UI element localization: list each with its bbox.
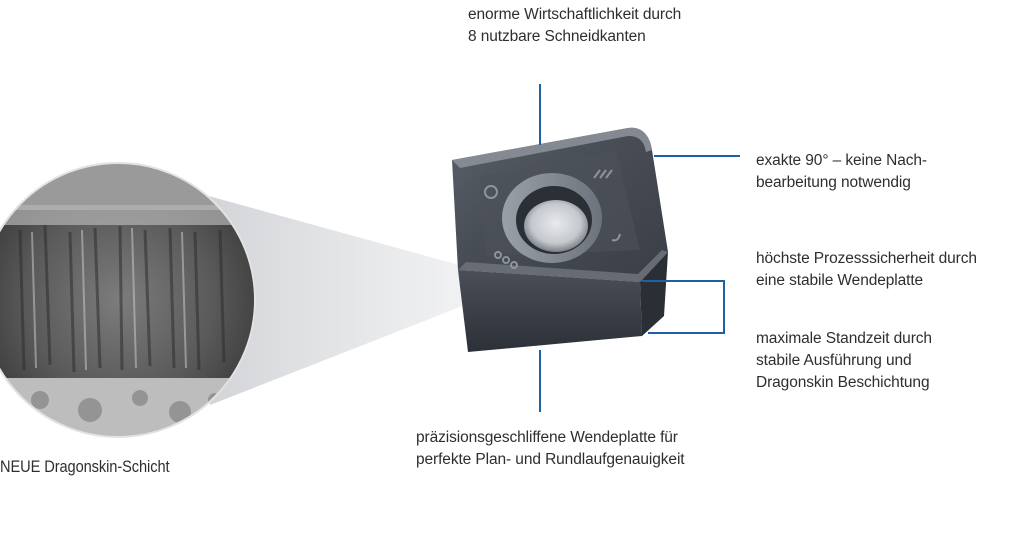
label-process-safety: höchste Prozesssicherheit durch eine sta… — [756, 248, 977, 292]
label-dragonskin-layer-text: NEUE Dragonskin-Schicht — [0, 457, 170, 476]
label-exact-90-line1: exakte 90° – keine Nach- — [756, 152, 927, 169]
zoom-beam — [205, 195, 478, 405]
label-economy-line1: enorme Wirtschaftlichkeit durch — [468, 6, 682, 23]
label-tool-life: maximale Standzeit durch stabile Ausführ… — [756, 328, 932, 394]
label-economy-line2: 8 nutzbare Schneidkanten — [468, 28, 646, 45]
cutting-insert — [452, 127, 668, 352]
label-tool-life-line2: stabile Ausführung und — [756, 352, 912, 369]
label-economy: enorme Wirtschaftlichkeit durch 8 nutzba… — [468, 4, 681, 48]
micrograph-border — [0, 162, 256, 438]
label-tool-life-line3: Dragonskin Beschichtung — [756, 374, 930, 391]
label-exact-90-line2: bearbeitung notwendig — [756, 174, 911, 191]
label-process-safety-line2: eine stabile Wendeplatte — [756, 272, 924, 289]
leader-lines — [539, 84, 740, 412]
label-tool-life-line1: maximale Standzeit durch — [756, 330, 932, 347]
label-dragonskin-layer: NEUE Dragonskin-Schicht — [0, 456, 170, 478]
leader-bracket — [642, 280, 725, 334]
label-precision-ground-line2: perfekte Plan- und Rundlaufgenauigkeit — [416, 451, 685, 468]
label-precision-ground-line1: präzisionsgeschliffene Wendeplatte für — [416, 429, 678, 446]
label-exact-90: exakte 90° – keine Nach- bearbeitung not… — [756, 150, 927, 194]
label-process-safety-line1: höchste Prozesssicherheit durch — [756, 250, 977, 267]
label-precision-ground: präzisionsgeschliffene Wendeplatte für p… — [416, 427, 685, 471]
